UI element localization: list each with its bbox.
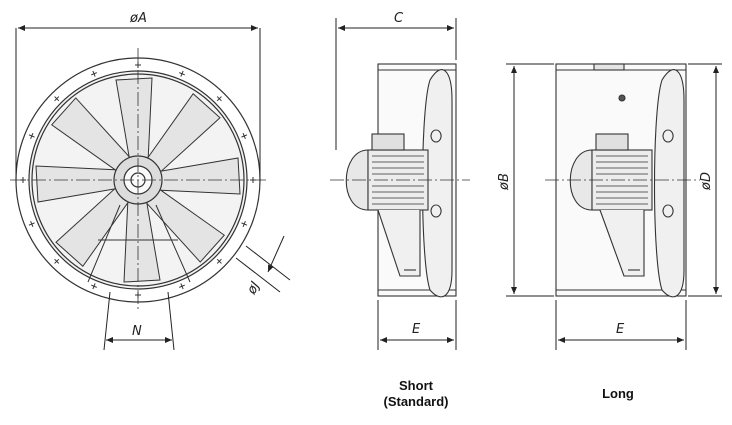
side-view-long <box>545 63 700 298</box>
front-view <box>10 48 268 312</box>
dimension-E-long-label: E <box>616 322 625 337</box>
dimension-C-label: C <box>394 11 404 26</box>
dimension-J-label: øJ <box>244 279 263 298</box>
dimension-C <box>335 18 457 150</box>
dimension-D <box>688 63 722 297</box>
dimension-E-long <box>555 300 687 350</box>
caption-short-line1: Short <box>399 378 433 393</box>
short-motor-bracket <box>377 209 421 277</box>
long-terminal-box <box>595 133 629 151</box>
dimension-A <box>15 25 261 180</box>
dimension-D-label: øD <box>699 172 714 191</box>
caption-long: Long <box>602 386 634 401</box>
dimension-N <box>103 291 175 351</box>
dimension-B <box>506 63 554 297</box>
caption-short: Short (Standard) <box>366 378 466 410</box>
dimension-B-label: øB <box>497 173 512 191</box>
dimension-A-label: øA <box>129 11 147 26</box>
long-motor-bracket <box>599 209 645 277</box>
dimension-E-short-label: E <box>412 322 421 337</box>
support-struts <box>87 204 191 283</box>
short-terminal-box <box>371 133 405 151</box>
dimension-J <box>235 235 291 293</box>
dimension-E-short <box>377 300 457 350</box>
side-view-short <box>330 63 470 298</box>
long-blade-profile <box>653 69 685 298</box>
long-motor-end-cap <box>569 149 593 211</box>
dimension-N-label: N <box>132 324 142 339</box>
caption-short-line2: (Standard) <box>383 394 449 409</box>
